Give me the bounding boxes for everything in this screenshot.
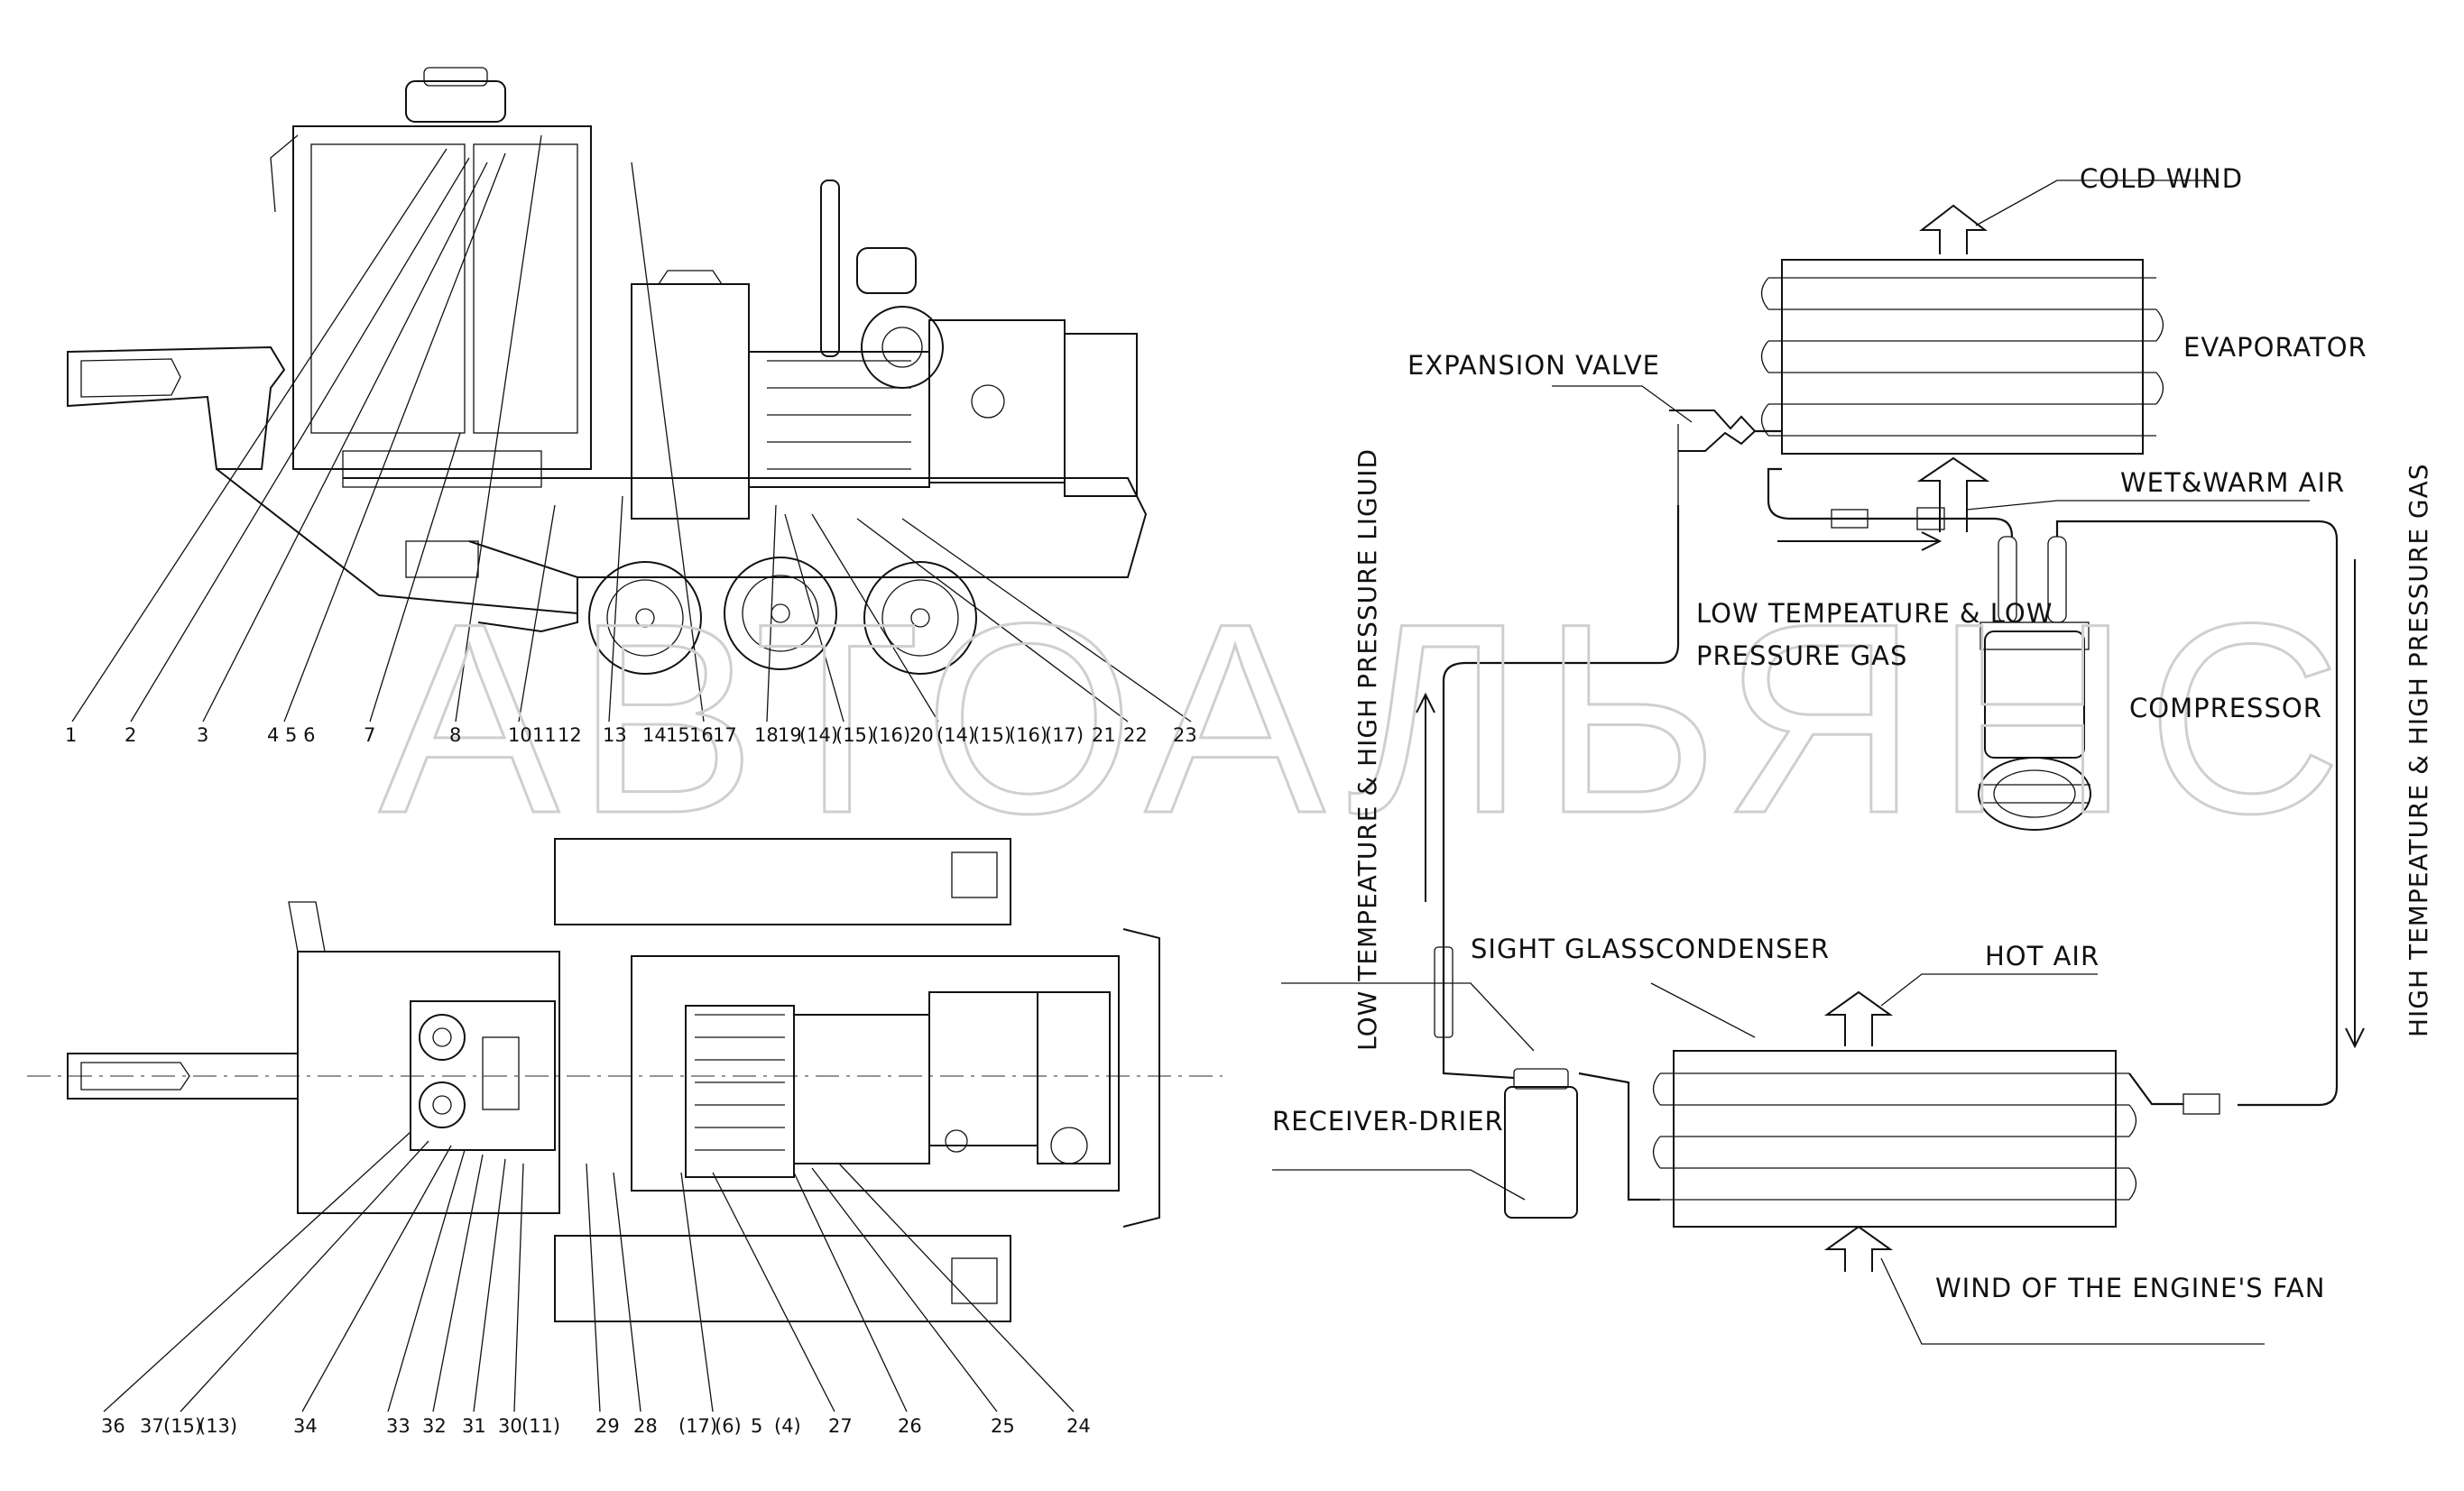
callout-number: (15)	[835, 724, 874, 746]
callout-number: 27	[828, 1415, 853, 1437]
label-hot-air: HOT AIR	[1985, 941, 2099, 971]
callout-number: 20	[909, 724, 934, 746]
callout-number: (14)	[799, 724, 838, 746]
callout-number: 7	[364, 724, 375, 746]
callout-number: (14)	[937, 724, 975, 746]
hot-air-arrow	[1823, 990, 1894, 1046]
label-cold-wind: COLD WIND	[2080, 163, 2243, 194]
callout-number: 34	[293, 1415, 318, 1437]
callout-number: (15)	[973, 724, 1011, 746]
callout-number: 2	[125, 724, 136, 746]
label-expansion-valve: EXPANSION VALVE	[1407, 350, 1660, 381]
callout-number: 25	[991, 1415, 1015, 1437]
wheel-rear	[863, 561, 977, 675]
callout-number: (13)	[198, 1415, 237, 1437]
ac-labels: COLD WIND EVAPORATOR EXPANSION VALVE WET…	[1272, 163, 2433, 1303]
refrigerant-piping	[1416, 429, 2365, 1201]
callout-number: 26	[898, 1415, 922, 1437]
callout-number: (17)	[678, 1415, 717, 1437]
wheel-front	[588, 561, 702, 675]
callout-number: (6)	[715, 1415, 742, 1437]
receiver-drier	[1272, 1068, 1578, 1219]
callout-number: 37	[140, 1415, 164, 1437]
compressor	[1978, 536, 2091, 831]
callout-number: 36	[101, 1415, 125, 1437]
label-low-temp-liquid: LOW TEMPEATURE & HIGH PRESSURE LIGUID	[1352, 448, 1382, 1051]
condenser-coil	[1652, 1050, 2137, 1228]
label-engine-fan: WIND OF THE ENGINE'S FAN	[1935, 1273, 2325, 1303]
callout-number: 18	[754, 724, 779, 746]
callout-number: 1	[65, 724, 77, 746]
machine-top-view	[27, 838, 1223, 1413]
callout-number: 5	[751, 1415, 762, 1437]
callout-number: 19	[778, 724, 802, 746]
top-view-leaders	[103, 1131, 1075, 1413]
callout-number: 3	[197, 724, 208, 746]
callout-number: 11	[532, 724, 557, 746]
callout-number: 31	[462, 1415, 486, 1437]
callout-number: 16	[689, 724, 714, 746]
callout-number: 4 5 6	[267, 724, 315, 746]
machine-side-view	[67, 67, 1192, 722]
callout-number: 8	[449, 724, 461, 746]
callout-number: (15)	[163, 1415, 202, 1437]
callout-number: 30	[498, 1415, 522, 1437]
callout-number: (16)	[872, 724, 910, 746]
callout-number: 32	[422, 1415, 447, 1437]
callout-number: (16)	[1009, 724, 1047, 746]
cold-wind-arrow	[1919, 204, 1988, 254]
label-low-temp-gas-1: LOW TEMPEATURE & LOW	[1696, 598, 2053, 629]
wet-warm-air-arrow	[1916, 456, 1990, 532]
callout-number: 22	[1123, 724, 1148, 746]
expansion-valve	[1552, 385, 1757, 505]
ac-circuit-diagram	[1272, 179, 2365, 1345]
callout-number: 12	[558, 724, 582, 746]
label-low-temp-gas-2: PRESSURE GAS	[1696, 640, 1907, 671]
label-wet-warm-air: WET&WARM AIR	[2120, 467, 2345, 498]
wheel-middle	[724, 557, 837, 670]
callout-number: (4)	[774, 1415, 801, 1437]
callout-number: 33	[386, 1415, 411, 1437]
callout-number: 21	[1092, 724, 1116, 746]
callout-number: 28	[633, 1415, 658, 1437]
label-receiver-drier: RECEIVER-DRIER	[1272, 1106, 1504, 1137]
top-view-callouts: 36 37 (15) (13) 34 33 32 31 30 (11) 29 2…	[101, 1415, 1091, 1437]
side-view-leaders	[71, 134, 1192, 722]
label-compressor: COMPRESSOR	[2129, 693, 2322, 723]
callout-number: 14	[642, 724, 667, 746]
callout-number: 23	[1173, 724, 1197, 746]
callout-number: 24	[1066, 1415, 1091, 1437]
callout-number: 15	[666, 724, 690, 746]
evaporator-coil	[1760, 259, 2164, 455]
watermark: АВТОАЛЬЯНС	[379, 566, 2358, 870]
label-evaporator: EVAPORATOR	[2183, 332, 2367, 363]
side-view-callouts: 1 2 3 4 5 6 7 8 10 11 12 13 14 15 16 17 …	[65, 724, 1197, 746]
callout-number: (17)	[1045, 724, 1084, 746]
callout-number: 10	[508, 724, 532, 746]
label-sight-glass: SIGHT GLASS	[1471, 934, 1656, 964]
callout-number: (11)	[521, 1415, 560, 1437]
callout-number: 13	[603, 724, 627, 746]
label-condenser: CONDENSER	[1656, 934, 1830, 964]
engine-fan-arrow	[1823, 1225, 1894, 1272]
label-high-temp-gas: HIGH TEMPEATURE & HIGH PRESSURE GAS	[2404, 463, 2433, 1037]
callout-number: 17	[713, 724, 737, 746]
callout-number: 29	[595, 1415, 620, 1437]
